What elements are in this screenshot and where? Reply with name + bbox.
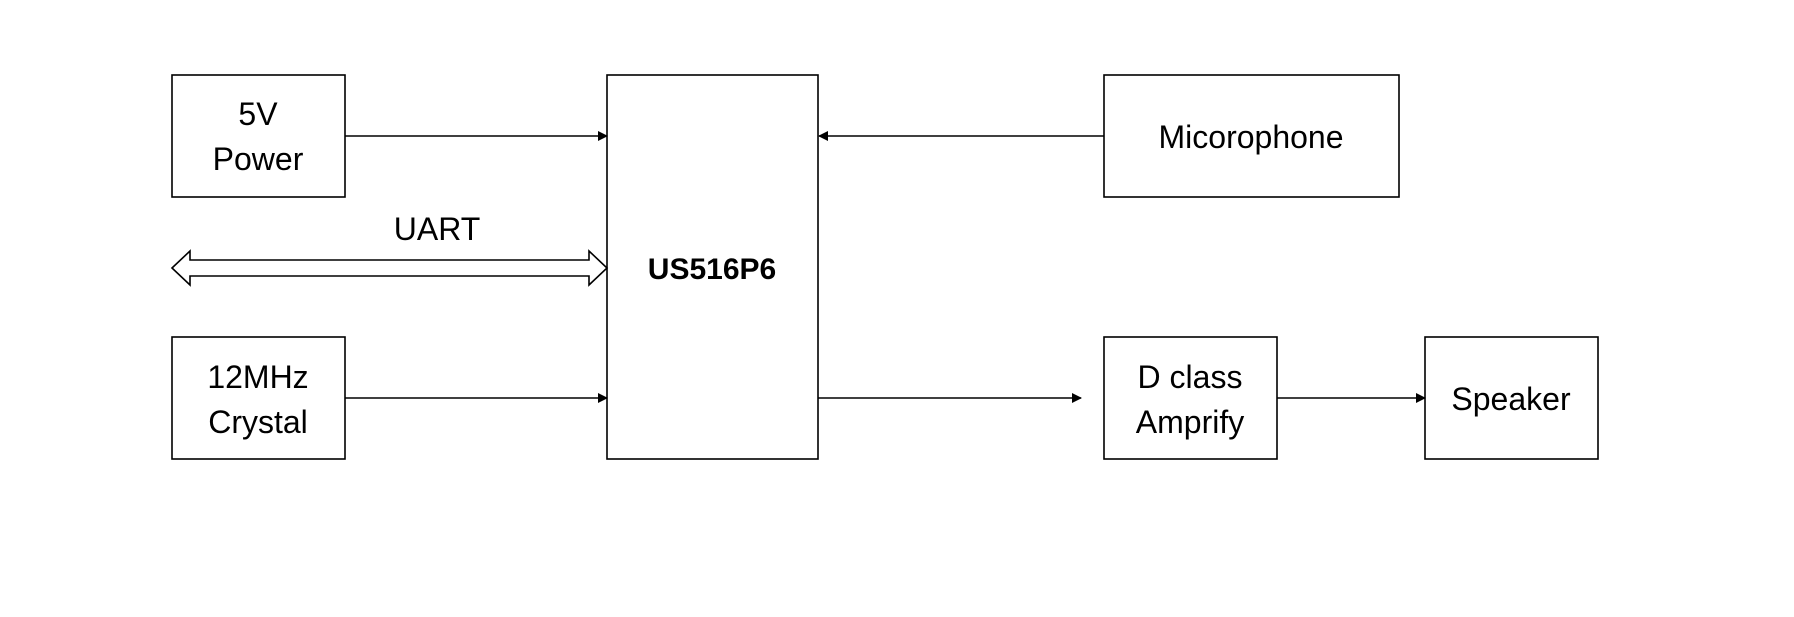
mcu-block-label: US516P6 (648, 253, 776, 286)
crystal-block: 12MHz Crystal (171, 336, 346, 460)
speaker-block: Speaker (1424, 336, 1599, 460)
uart-bidirectional-arrow (170, 249, 609, 287)
uart-label: UART (394, 211, 481, 247)
speaker-block-label: Speaker (1451, 381, 1571, 417)
amplifier-block: D class Amprify (1103, 336, 1278, 460)
crystal-block-line2: Crystal (208, 404, 308, 440)
microphone-block: Micorophone (1103, 74, 1400, 198)
power-block-line1: 5V (238, 96, 278, 132)
amplifier-block-line2: Amprify (1136, 404, 1244, 440)
power-block-line2: Power (213, 141, 304, 177)
power-block: 5V Power (171, 74, 346, 198)
microphone-block-label: Micorophone (1159, 119, 1344, 155)
amplifier-block-line1: D class (1138, 359, 1243, 395)
mcu-block: US516P6 (606, 74, 819, 460)
crystal-block-line1: 12MHz (207, 359, 308, 395)
